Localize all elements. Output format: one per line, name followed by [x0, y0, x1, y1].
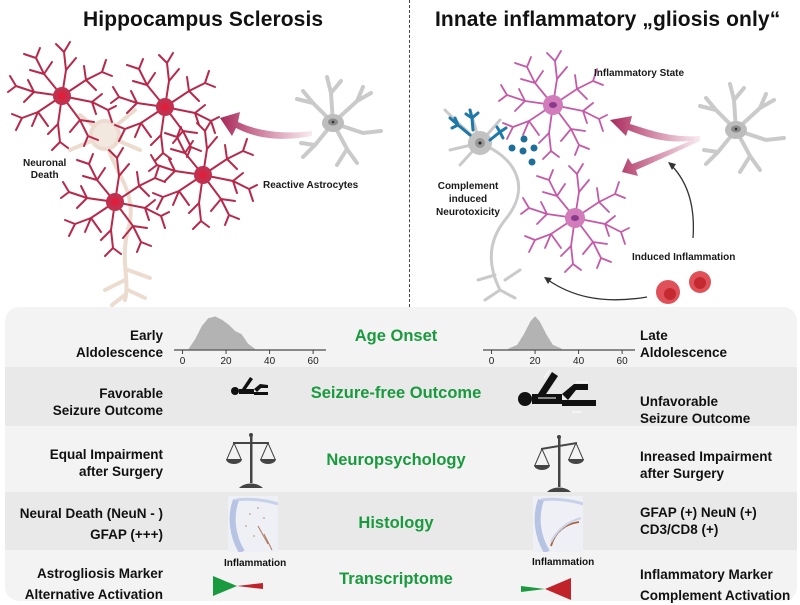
blood-cell [656, 271, 711, 304]
x-tick-label: 20 [220, 356, 232, 367]
label-reactive-astrocytes: Reactive Astrocytes [263, 180, 359, 191]
density-area [508, 316, 562, 350]
row-seizure-outcome [5, 367, 797, 426]
title-gliosis-only: Innate inflammatory „gliosis only“ [435, 8, 781, 31]
balance-scale-icon-equal [226, 433, 276, 488]
title-hippocampus-sclerosis: Hippocampus Sclerosis [83, 8, 324, 31]
wedge-label-right: Inflammation [532, 557, 595, 568]
wedge-label-left: Inflammation [224, 558, 287, 569]
neuron-complement-target [443, 108, 522, 302]
balance-scale-icon-tilted [534, 435, 584, 492]
x-tick-label: 0 [180, 356, 186, 367]
induced-inflammation-arrow [671, 165, 695, 239]
illustration-canvas [7, 41, 786, 307]
complement-molecules [508, 135, 538, 166]
histology-stain-image-right [533, 496, 583, 552]
histology-stain-image-left [228, 496, 278, 552]
activation-arrow [220, 112, 312, 139]
induced-inflammation-arrow [547, 279, 648, 301]
complement-receptor [448, 108, 508, 142]
seizing-person-icon-small [231, 377, 268, 395]
right-label-histology: GFAP (+) NeuN (+)CD3/CD8 (+) [640, 505, 757, 537]
x-tick-label: 0 [489, 356, 495, 367]
fork-arrow [610, 116, 700, 176]
inflammation-wedge-left [213, 576, 263, 596]
x-tick-label: 60 [308, 356, 320, 367]
age-onset-chart-left: 0 20 40 60 [174, 316, 326, 367]
x-tick-label: 20 [529, 356, 541, 367]
inflammation-wedge-right [521, 578, 571, 600]
row-title-histology: Histology [358, 514, 434, 532]
x-tick-label: 40 [264, 356, 276, 367]
row-title-seizure-outcome: Seizure-free Outcome [310, 384, 482, 402]
label-complement-neurotoxicity: Complement induced Neurotoxicity [436, 181, 500, 218]
dead-neuron [68, 108, 152, 307]
row-title-neuropsychology: Neuropsychology [326, 451, 466, 469]
row-title-transcriptome: Transcriptome [339, 570, 453, 588]
x-tick-label: 60 [617, 356, 629, 367]
comparison-panel [5, 307, 797, 601]
row-histology [5, 492, 797, 550]
label-neuronal-death: Neuronal Death [23, 158, 67, 181]
age-onset-chart-right: 0 20 40 60 [483, 316, 635, 367]
row-title-age-onset: Age Onset [354, 327, 438, 345]
density-area [188, 316, 255, 350]
x-tick-label: 40 [573, 356, 585, 367]
label-inflammatory-state: Inflammatory State [594, 68, 685, 79]
section-divider [409, 0, 410, 312]
left-label-histology: Neural Death (NeuN - )GFAP (+++) [19, 506, 163, 542]
seizing-person-icon-large [518, 369, 596, 413]
label-induced-inflammation: Induced Inflammation [632, 252, 736, 263]
